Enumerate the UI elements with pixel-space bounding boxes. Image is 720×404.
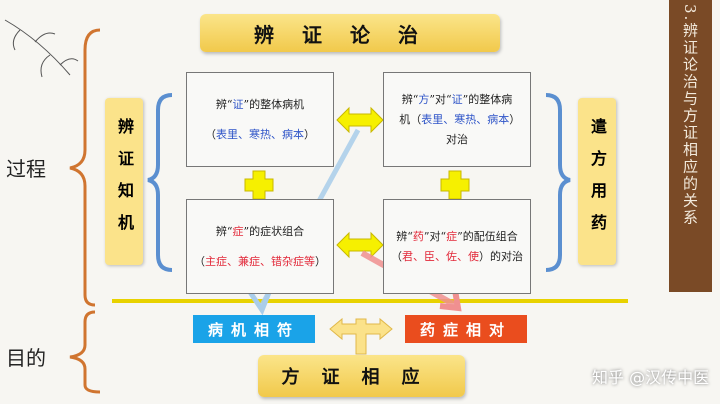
blue-brace-right-icon [545,93,571,272]
result-herb-symptom-match: 药症相对 [405,315,527,343]
text: 辨“ [396,229,413,243]
text: 辨“ [215,224,233,238]
plus-icon [244,170,470,200]
text: 证 [232,97,244,111]
junction-arrow-icon [329,317,393,355]
text: 症 [232,224,244,238]
text: 辨“ [215,97,233,111]
text: ”的症状组合 [243,224,305,238]
page-title: 辨证论治 [200,14,500,52]
text: ”对“ [423,229,447,243]
text: 证 [451,92,463,106]
text: ）的对治 [479,249,523,263]
bottom-conclusion: 方证相应 [258,355,465,397]
box-syndrome: 辨“证”的整体病机 （表里、寒热、病本） [186,72,334,167]
text: 表里、寒热、病本 [216,127,304,141]
leaf-branch-icon [4,19,79,78]
text: 药 [412,229,424,243]
text: 方 [418,92,430,106]
box-herb: 辨“药”对“症”的配伍组合（君、臣、佐、使）的对治 [383,199,531,294]
box-symptom: 辨“症”的症状组合 （主症、兼症、错杂症等） [186,199,334,294]
text: ） [304,127,315,141]
side-label-right: 遣方用药 [578,98,616,265]
result-pathogenesis-match: 病机相符 [193,315,315,343]
text: ”的配伍组合（ [391,229,518,263]
text: 君、臣、佐、使 [402,249,479,263]
section-label: 3.辨证论治与方证相应的关系 [669,0,712,292]
text: ”的整体病机（ [399,92,513,126]
goal-label: 目的 [6,346,46,370]
text: ）对治 [446,112,515,146]
text: ”的整体病机 [243,97,305,111]
text: 表里、寒热、病本 [421,112,510,126]
text: ） [315,254,326,268]
text: （ [194,254,205,268]
text: 症 [446,229,458,243]
watermark: 知乎 @汉传中医 [592,368,710,387]
big-brace-icon [69,28,101,394]
double-arrow-icon [336,106,384,259]
blue-brace-left-icon [147,93,173,272]
text: ”对“ [429,92,452,106]
text: （ [205,127,216,141]
side-label-left: 辨证知机 [105,98,143,265]
text: 主症、兼症、错杂症等 [205,254,315,268]
process-label: 过程 [6,157,46,181]
text: 辨“ [401,92,419,106]
box-formula: 辨“方”对“证”的整体病机（表里、寒热、病本）对治 [383,72,531,167]
